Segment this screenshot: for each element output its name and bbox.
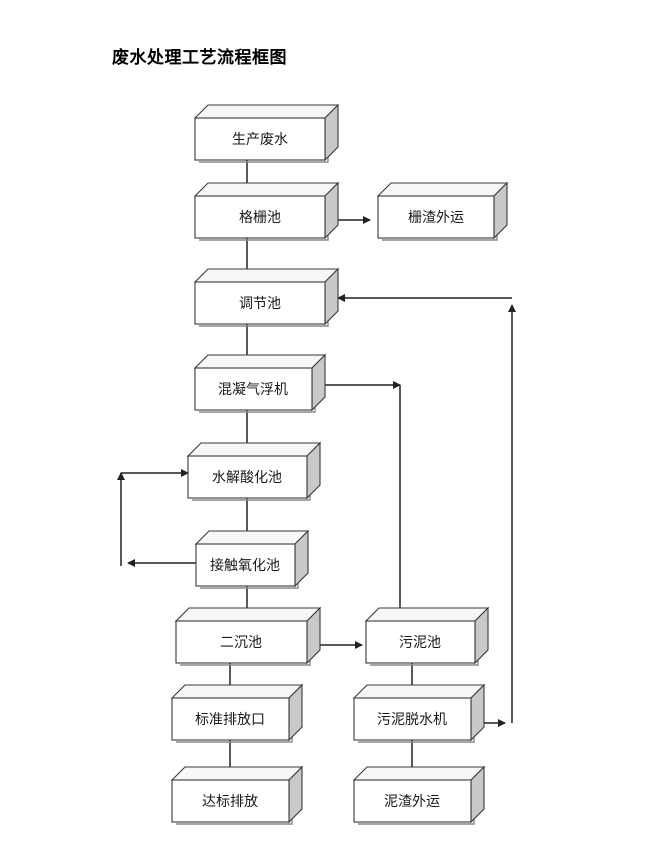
node-label: 接触氧化池 bbox=[210, 557, 280, 574]
node-box-secondary-sedimentation[interactable]: 二沉池 bbox=[174, 606, 322, 666]
node-label: 标准排放口 bbox=[195, 712, 265, 728]
node-label: 栅渣外运 bbox=[408, 210, 464, 226]
node-label: 污泥池 bbox=[399, 635, 441, 651]
node-box-sludge-dewatering[interactable]: 污泥脱水机 bbox=[352, 683, 486, 743]
node-box-wastewater[interactable]: 生产废水 bbox=[193, 103, 340, 163]
node-box-sludge-residue-transport[interactable]: 泥渣外运 bbox=[352, 765, 486, 825]
node-box-compliant-discharge[interactable]: 达标排放 bbox=[170, 765, 304, 825]
node-label: 水解酸化池 bbox=[212, 470, 282, 486]
node-box-standard-outlet[interactable]: 标准排放口 bbox=[170, 683, 304, 743]
node-box-coagulation-flotation[interactable]: 混凝气浮机 bbox=[193, 353, 327, 413]
node-label: 混凝气浮机 bbox=[218, 382, 288, 398]
node-label: 达标排放 bbox=[202, 794, 258, 810]
node-label: 泥渣外运 bbox=[384, 794, 440, 810]
node-label: 调节池 bbox=[239, 296, 281, 312]
node-label: 污泥脱水机 bbox=[377, 712, 447, 728]
node-box-contact-oxidation[interactable]: 接触氧化池 bbox=[194, 529, 310, 589]
page-title: 废水处理工艺流程框图 bbox=[112, 48, 287, 68]
node-label: 二沉池 bbox=[220, 635, 262, 651]
node-box-grille-pool[interactable]: 格栅池 bbox=[193, 181, 340, 241]
node-label: 格栅池 bbox=[239, 210, 281, 226]
node-box-regulating-tank[interactable]: 调节池 bbox=[193, 267, 340, 327]
node-box-sludge-pool[interactable]: 污泥池 bbox=[364, 606, 490, 666]
node-label: 生产废水 bbox=[232, 132, 288, 148]
node-box-hydrolysis-acidification[interactable]: 水解酸化池 bbox=[186, 441, 322, 501]
node-box-grille-residue-transport[interactable]: 栅渣外运 bbox=[376, 181, 509, 241]
